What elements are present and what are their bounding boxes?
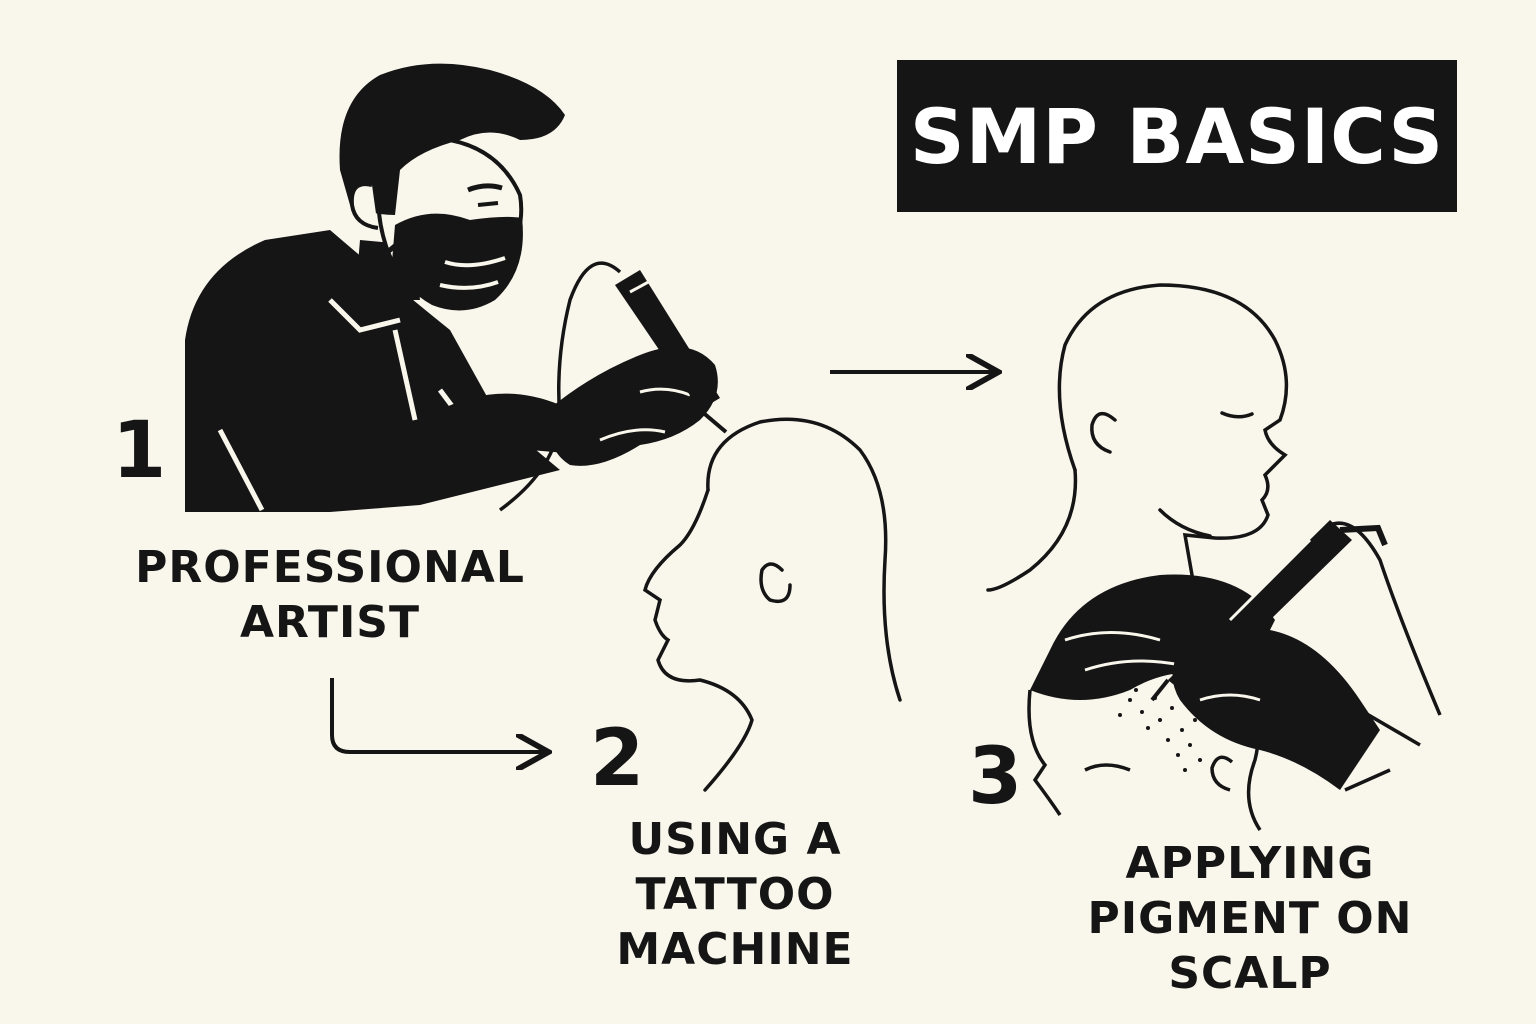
step-2-caption-line: USING A (628, 814, 842, 865)
scalp-pigment-icon (1027, 574, 1421, 831)
step-3-caption-line: SCALP (1168, 948, 1332, 999)
tattoo-machine-icon (1150, 520, 1442, 716)
side-head-icon (986, 283, 1289, 592)
step-3-caption-line: PIGMENT ON (1087, 893, 1413, 944)
arrow-right-icon (330, 372, 995, 752)
client-head-icon (643, 417, 902, 792)
step-1-caption-line: ARTIST (239, 597, 421, 648)
step-1-caption: PROFESSIONAL ARTIST (110, 540, 550, 650)
title-banner: SMP BASICS (897, 60, 1457, 212)
step-1-caption-line: PROFESSIONAL (135, 542, 525, 593)
step-3-caption: APPLYING PIGMENT ON SCALP (1050, 836, 1450, 1001)
step-2-caption-line: TATTOO (635, 869, 835, 920)
artist-figure-icon (185, 63, 728, 512)
step-2-number: 2 (590, 714, 645, 804)
step-2-caption-line: MACHINE (616, 924, 854, 975)
step-3-number: 3 (968, 732, 1023, 822)
step-1-number: 1 (112, 406, 167, 496)
diagram-title: SMP BASICS (909, 91, 1445, 181)
step-3-caption-line: APPLYING (1125, 838, 1375, 889)
step-2-caption: USING A TATTOO MACHINE (585, 812, 885, 977)
